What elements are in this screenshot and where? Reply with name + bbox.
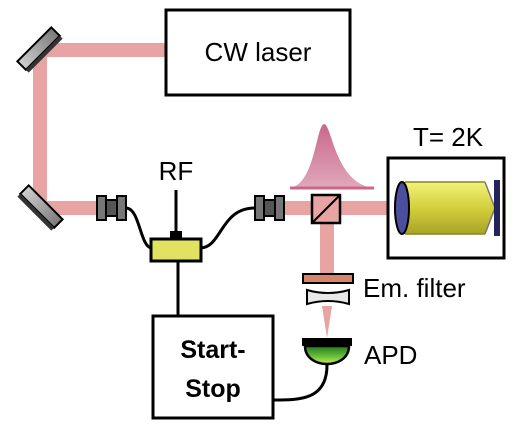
beam-top — [40, 43, 166, 57]
mirror-bottom-icon — [17, 183, 65, 231]
cw-laser-label: CW laser — [205, 37, 312, 67]
start-stop-box: Start- Stop — [151, 314, 275, 420]
apd-detector-icon — [302, 338, 352, 366]
electro-optic-modulator-icon — [149, 231, 203, 263]
cryostat-temperature-label: T= 2K — [413, 122, 484, 152]
excitation-pulse-icon — [290, 124, 374, 190]
beam-left-vertical — [33, 50, 47, 202]
start-stop-label-line1: Start- — [180, 336, 245, 364]
em-filter-label: Em. filter — [363, 273, 466, 303]
beamsplitter-icon — [310, 193, 342, 225]
emission-filter-icon — [302, 273, 354, 284]
sample-nanowire-icon — [394, 180, 500, 236]
apd-to-startstop-line — [272, 364, 329, 402]
fiber-left — [125, 206, 153, 250]
fiber-coupler-left-icon — [96, 195, 127, 221]
lens-icon — [306, 288, 350, 306]
rf-label: RF — [159, 156, 194, 186]
apd-label: APD — [364, 340, 417, 370]
cw-laser-box: CW laser — [164, 8, 352, 97]
beam-emission-down — [320, 210, 334, 273]
start-stop-label-line2: Stop — [185, 375, 241, 403]
fiber-right — [199, 206, 256, 250]
fiber-coupler-right-icon — [254, 195, 285, 221]
mirror-top-icon — [15, 25, 63, 73]
beam-emission-cone — [322, 306, 332, 338]
